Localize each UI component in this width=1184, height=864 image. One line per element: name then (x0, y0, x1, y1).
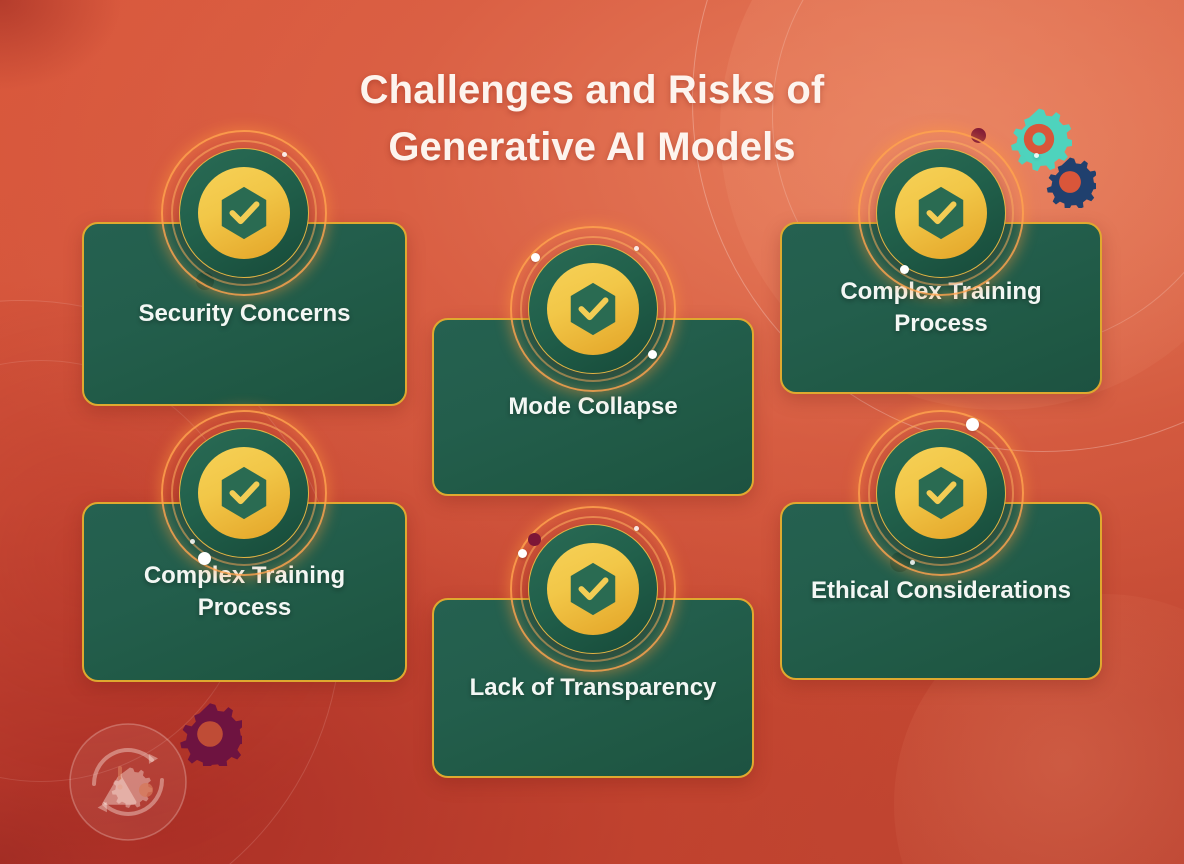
gear-icon-maroon (178, 702, 247, 771)
shield-check-badge-icon-3 (858, 130, 1024, 296)
accent-dot (900, 265, 909, 274)
accent-dot (190, 539, 195, 544)
accent-dot (198, 552, 211, 565)
badge-halo-outer (161, 130, 327, 296)
shield-check-badge-icon-1 (161, 130, 327, 296)
shield-check-badge-icon-2 (510, 226, 676, 392)
shield-check-badge-icon-5 (510, 506, 676, 672)
shield-check-badge-icon-6 (858, 410, 1024, 576)
page-title-line-2: Generative AI Models (388, 124, 796, 169)
badge-hexagon (564, 560, 622, 618)
accent-dot (910, 560, 915, 565)
accent-dot (282, 152, 287, 157)
page-title: Challenges and Risks of Generative AI Mo… (0, 62, 1184, 176)
badge-hexagon (564, 280, 622, 338)
gear-icon-navy (1044, 156, 1099, 210)
warning-refresh-gear-icon (68, 722, 188, 842)
badge-hexagon (912, 184, 970, 242)
badge-halo-inner (171, 140, 317, 286)
gear-icon-teal (1006, 106, 1074, 172)
badge-halo-inner (868, 420, 1014, 566)
accent-dot (518, 549, 527, 558)
accent-dot (648, 350, 657, 359)
badge-halo-inner (520, 236, 666, 382)
badge-halo-inner (171, 420, 317, 566)
badge-halo-outer (858, 410, 1024, 576)
badge-halo-outer (161, 410, 327, 576)
card-label: Ethical Considerations (810, 576, 1072, 604)
badge-halo-inner (868, 140, 1014, 286)
badge-halo-outer (858, 130, 1024, 296)
card-label: Mode Collapse (508, 392, 678, 420)
badge-hexagon (215, 184, 273, 242)
badge-hexagon (912, 464, 970, 522)
badge-halo-outer (510, 506, 676, 672)
shield-check-badge-icon-4 (161, 410, 327, 576)
accent-dot (966, 418, 979, 431)
card-label: Security Concerns (138, 299, 351, 327)
page-title-line-1: Challenges and Risks of (359, 68, 825, 112)
accent-dot (634, 526, 639, 531)
accent-dot (531, 253, 540, 262)
card-label: Lack of Transparency (469, 673, 717, 701)
card-security-concerns[interactable]: Security Concerns (82, 222, 407, 406)
accent-dot (634, 246, 639, 251)
badge-hexagon (215, 464, 273, 522)
badge-halo-outer (510, 226, 676, 392)
decorative-dot-maroon-bottom (528, 533, 541, 546)
accent-dot (1034, 153, 1039, 158)
badge-halo-inner (520, 516, 666, 662)
